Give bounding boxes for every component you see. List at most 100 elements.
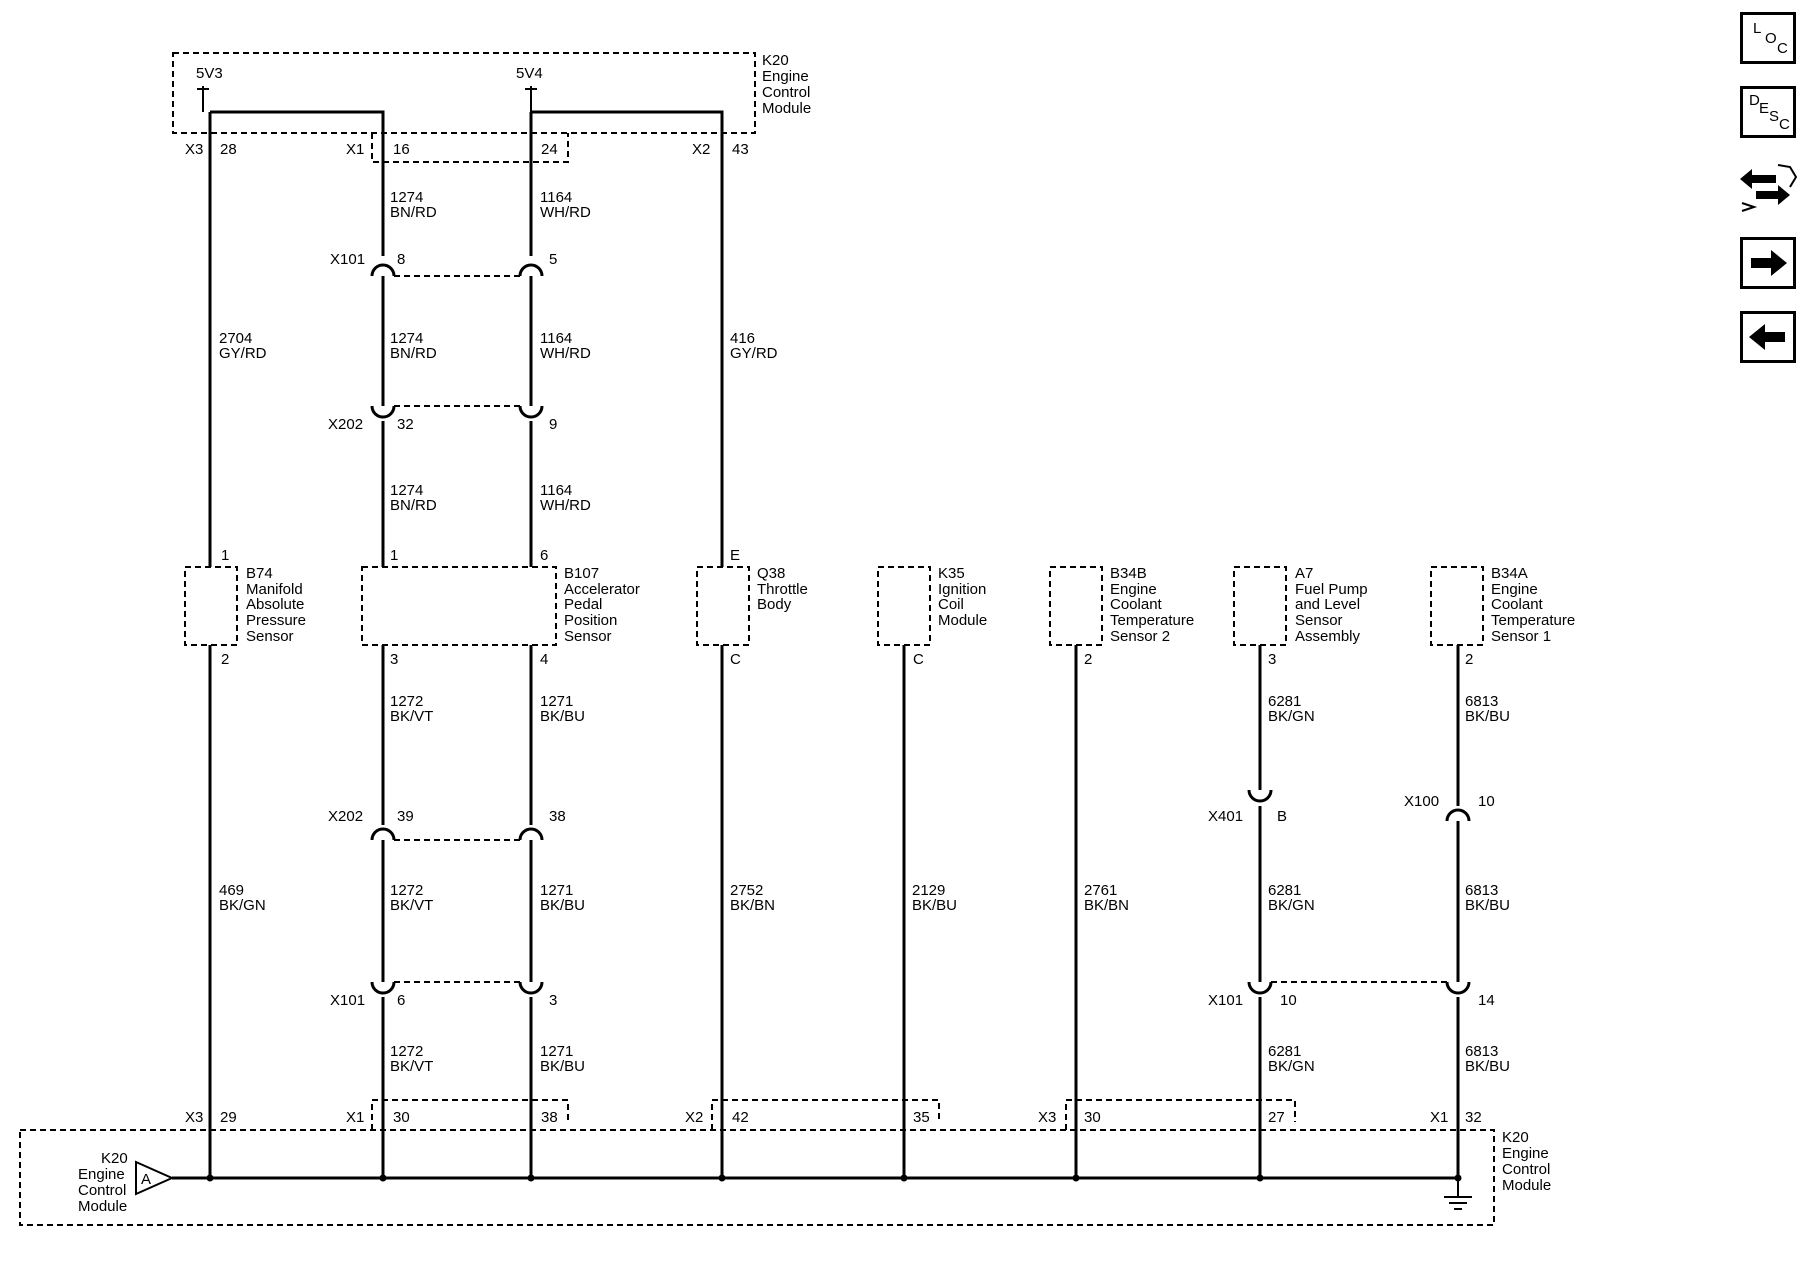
k35-name-3: Module bbox=[938, 612, 987, 629]
connector-x101-right: X101 10 14 bbox=[1208, 981, 1495, 1009]
x401-cup bbox=[1247, 789, 1273, 803]
term-28: 28 bbox=[220, 141, 237, 158]
connector-view-button[interactable] bbox=[1734, 155, 1798, 215]
ecm-left-ref: K20 bbox=[101, 1150, 128, 1167]
term-30-b: 30 bbox=[1084, 1109, 1101, 1126]
supply-5v4: 5V4 bbox=[516, 65, 543, 82]
wire-1164c-color: WH/RD bbox=[540, 497, 591, 514]
ecm-top-connector-x1 bbox=[371, 133, 569, 163]
b107-pin-4: 4 bbox=[540, 651, 548, 668]
x401-name: X401 bbox=[1208, 808, 1243, 825]
term-42: 42 bbox=[732, 1109, 749, 1126]
ecm-bottom-ref: K20 bbox=[1502, 1129, 1529, 1146]
bottom-terminal-labels: X3 29 X1 30 38 X2 42 35 X3 30 27 X1 32 bbox=[185, 1109, 1482, 1126]
q38-name-1: Throttle bbox=[757, 581, 808, 598]
desc-letter-c: C bbox=[1779, 116, 1790, 133]
ecm-bottom-name-1: Engine bbox=[1502, 1145, 1549, 1162]
term-30-a: 30 bbox=[393, 1109, 410, 1126]
x101-right-pin-2: 14 bbox=[1478, 992, 1495, 1009]
wire-2704-circuit: 2704 bbox=[219, 330, 252, 347]
term-x2-top: X2 bbox=[692, 141, 710, 158]
b107-pin-1: 1 bbox=[390, 547, 398, 564]
wire-2704-color: GY/RD bbox=[219, 345, 267, 362]
a7-outline bbox=[1233, 566, 1287, 646]
wire-2129-circuit: 2129 bbox=[912, 882, 945, 899]
ecm-bottom-name-2: Control bbox=[1502, 1161, 1550, 1178]
b107-ref: B107 bbox=[564, 565, 599, 582]
wire-1164a-circuit: 1164 bbox=[540, 189, 572, 206]
x101-top-name: X101 bbox=[330, 251, 365, 268]
term-29: 29 bbox=[220, 1109, 237, 1126]
desc-letter-e: E bbox=[1759, 100, 1769, 117]
b34b-name-3: Temperature bbox=[1110, 612, 1194, 629]
b74-pin-top: 1 bbox=[221, 547, 229, 564]
lower-wires bbox=[208, 645, 1460, 1178]
a7-name-4: Assembly bbox=[1295, 628, 1361, 645]
wire-2761-color: BK/BN bbox=[1084, 897, 1129, 914]
x401-pin: B bbox=[1277, 808, 1287, 825]
wire-6813c-color: BK/BU bbox=[1465, 1058, 1510, 1075]
splice-dots bbox=[206, 1174, 1462, 1182]
splice-dot bbox=[718, 1174, 726, 1182]
a7-pin-3: 3 bbox=[1268, 651, 1276, 668]
term-16: 16 bbox=[393, 141, 410, 158]
splice-dot bbox=[900, 1174, 908, 1182]
b34b-name-4: Sensor 2 bbox=[1110, 628, 1170, 645]
term-24: 24 bbox=[541, 141, 558, 158]
ground-icon bbox=[1444, 1178, 1472, 1210]
k35-outline bbox=[877, 566, 931, 646]
wire-1274a-color: BN/RD bbox=[390, 204, 437, 221]
term-43: 43 bbox=[732, 141, 749, 158]
wire-1274c-color: BN/RD bbox=[390, 497, 437, 514]
term-x2-bottom: X2 bbox=[685, 1109, 703, 1126]
x100-name: X100 bbox=[1404, 793, 1439, 810]
x202-bot-pin-2: 38 bbox=[549, 808, 566, 825]
b107-name-3: Position bbox=[564, 612, 617, 629]
x101-right-cup-1 bbox=[1247, 981, 1273, 995]
wire-1164b-color: WH/RD bbox=[540, 345, 591, 362]
wire-6281c-circuit: 6281 bbox=[1268, 1043, 1301, 1060]
wire-416-color: GY/RD bbox=[730, 345, 778, 362]
wire-2752-circuit: 2752 bbox=[730, 882, 763, 899]
supply-5v3: 5V3 bbox=[196, 65, 223, 82]
ecm-top-name-2: Control bbox=[762, 84, 810, 101]
wire-1272b-circuit: 1272 bbox=[390, 882, 423, 899]
ecm-bottom-outline bbox=[19, 1129, 1495, 1226]
wire-1272a-circuit: 1272 bbox=[390, 693, 423, 710]
lower-wire-labels: 469 BK/GN 1272 BK/VT 1272 BK/VT 1272 BK/… bbox=[219, 693, 1510, 1075]
ecm-bottom: A K20 Engine Control Module K20 Engine C… bbox=[19, 1099, 1551, 1226]
x202-top-cup-1 bbox=[370, 405, 396, 419]
ecm-top-ref: K20 bbox=[762, 52, 789, 69]
wire-1271b-color: BK/BU bbox=[540, 897, 585, 914]
b34b-outline bbox=[1049, 566, 1103, 646]
x100-cup bbox=[1445, 808, 1471, 822]
ecm-top-outline bbox=[172, 52, 756, 134]
k35-name-2: Coil bbox=[938, 596, 964, 613]
b34a-outline bbox=[1430, 566, 1484, 646]
term-x1-bottom-a: X1 bbox=[346, 1109, 364, 1126]
b107-name-2: Pedal bbox=[564, 596, 602, 613]
x100-pin: 10 bbox=[1478, 793, 1495, 810]
connector-x401: X401 B bbox=[1208, 789, 1287, 825]
q38-name-2: Body bbox=[757, 596, 792, 613]
component-b74: 1 2 B74 Manifold Absolute Pressure Senso… bbox=[184, 547, 306, 668]
term-38: 38 bbox=[541, 1109, 558, 1126]
b107-outline bbox=[361, 566, 557, 646]
ecm-left-tag: A bbox=[141, 1171, 151, 1188]
wire-1272b-color: BK/VT bbox=[390, 897, 433, 914]
description-button[interactable]: D E S C bbox=[1740, 86, 1796, 138]
wire-6813a-color: BK/BU bbox=[1465, 708, 1510, 725]
splice-dot bbox=[379, 1174, 387, 1182]
supply-5v3-symbol bbox=[197, 86, 209, 112]
term-35: 35 bbox=[913, 1109, 930, 1126]
back-button[interactable] bbox=[1740, 311, 1796, 363]
b34b-name-1: Engine bbox=[1110, 581, 1157, 598]
next-button[interactable] bbox=[1740, 237, 1796, 289]
wire-469-color: BK/GN bbox=[219, 897, 266, 914]
desc-letter-s: S bbox=[1769, 108, 1779, 125]
location-button[interactable]: L O C bbox=[1740, 12, 1796, 64]
term-x3-bottom-b: X3 bbox=[1038, 1109, 1056, 1126]
component-a7: 3 A7 Fuel Pump and Level Sensor Assembly bbox=[1233, 565, 1368, 668]
loc-letter-c: C bbox=[1777, 40, 1788, 57]
wire-416-circuit: 416 bbox=[730, 330, 755, 347]
